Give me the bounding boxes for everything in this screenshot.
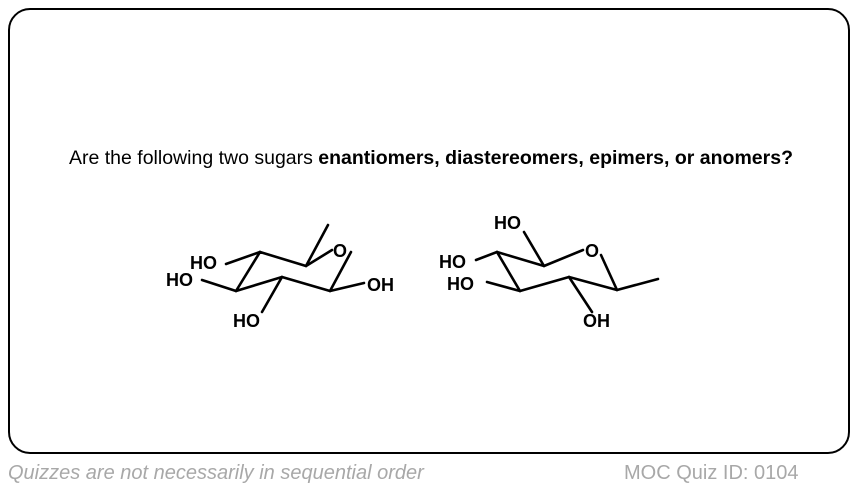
substituent-bonds-2	[474, 230, 660, 314]
sugar-structure-1: O HO HO HO OH	[166, 223, 394, 331]
substituent-bonds-1	[200, 223, 366, 314]
label-ho-upper-2: HO	[439, 252, 466, 272]
ring-bonds-2	[495, 248, 619, 293]
quiz-card	[8, 8, 850, 454]
sugar-structure-2: O HO HO HO OH	[439, 213, 660, 331]
label-ho-upper-1: HO	[190, 253, 217, 273]
question-options: enantiomers, diastereomers, epimers, or …	[318, 147, 793, 169]
order-disclaimer: Quizzes are not necessarily in sequentia…	[8, 462, 424, 484]
label-ho-left-2: HO	[447, 274, 474, 294]
ring-bonds-1	[234, 248, 353, 293]
ring-oxygen-1: O	[333, 241, 347, 261]
ring-oxygen-2: O	[585, 241, 599, 261]
quiz-id: MOC Quiz ID: 0104	[624, 462, 799, 484]
label-ho-top-2: HO	[494, 213, 521, 233]
label-oh-bottom-2: OH	[583, 311, 610, 331]
label-ho-left-1: HO	[166, 270, 193, 290]
question-prefix: Are the following two sugars	[69, 147, 319, 169]
question-text: Are the following two sugars enantiomers…	[0, 147, 862, 170]
label-oh-right-1: OH	[367, 275, 394, 295]
label-ho-bottom-1: HO	[233, 311, 260, 331]
